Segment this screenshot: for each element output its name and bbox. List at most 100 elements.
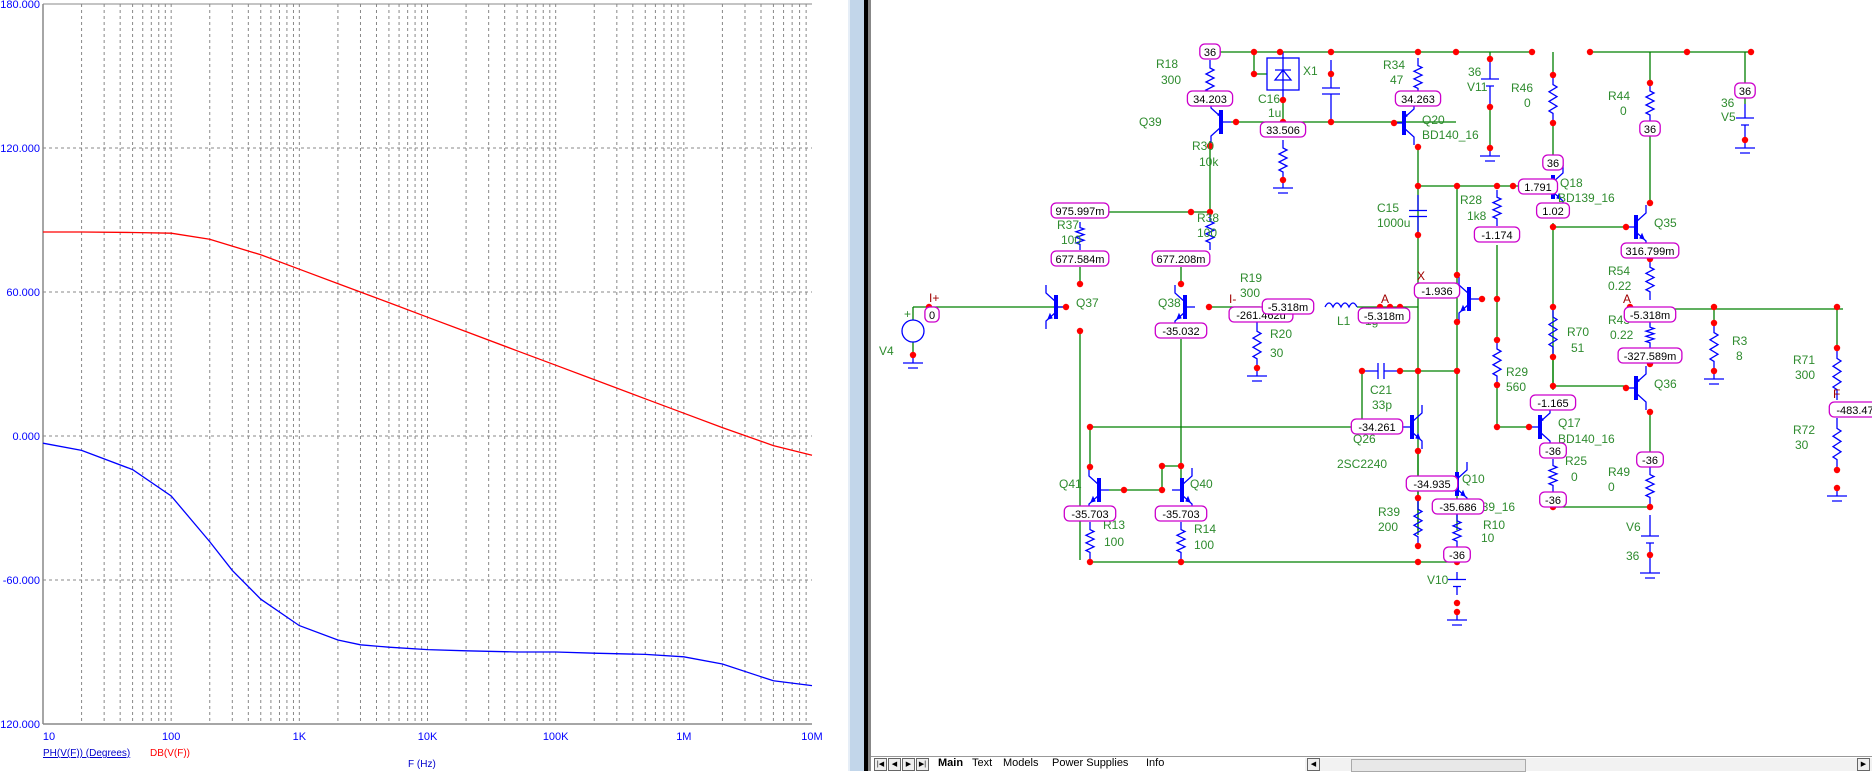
junction-dot (1453, 367, 1461, 375)
junction-dot (1232, 118, 1240, 126)
node-voltage-a1: -5.318m (1364, 311, 1404, 323)
node-voltage-r37: 677.584m (1056, 254, 1105, 266)
component-label: V5 (1721, 110, 1736, 124)
junction-dot (1646, 551, 1654, 559)
resistor-r44 (1644, 83, 1656, 123)
junction-dot (1279, 176, 1287, 184)
node-voltage-r34: 34.263 (1401, 94, 1435, 106)
component-label: L1 (1337, 314, 1351, 328)
transistor-q36-arrow (1634, 376, 1640, 385)
component-label: C16 (1258, 92, 1280, 106)
chart-tick-labels: 180.000120.00060.0000.000-60.000-120.000… (0, 0, 823, 743)
tab-info[interactable]: Info (1146, 757, 1165, 769)
scrollbar-thumb[interactable] (1351, 759, 1526, 772)
pin-label-a1: A (1381, 292, 1389, 306)
node-voltage-feedback-f: -483.47 (1836, 405, 1872, 417)
scroll-right-button[interactable]: ▶ (1857, 758, 1870, 771)
pane-splitter[interactable] (848, 0, 866, 771)
resistor-r37 (1074, 222, 1086, 250)
node-voltage-r28-box (1473, 226, 1521, 243)
junction-dot (1646, 408, 1654, 416)
resistor-r29 (1491, 340, 1503, 385)
x-tick-label: 100K (543, 731, 569, 743)
component-label: 300 (1240, 286, 1260, 300)
pane-splitter-edge (864, 0, 871, 771)
component-label: 2SC2240 (1337, 457, 1387, 471)
component-label: Q37 (1076, 296, 1099, 310)
node-voltage-r49-box (1636, 451, 1664, 468)
junction-dot (1833, 344, 1841, 352)
junction-dot (1158, 486, 1166, 494)
tab-power-supplies[interactable]: Power Supplies (1052, 757, 1129, 769)
x-tick-label: 10M (801, 731, 822, 743)
junction-dot (1086, 423, 1094, 431)
junction-dot (1493, 182, 1501, 190)
zener-diode-icon (1273, 52, 1293, 100)
tab-nav-first[interactable]: |◀ (874, 758, 887, 771)
horizontal-scrollbar[interactable]: ◀ ▶ (1305, 758, 1872, 772)
node-voltage-q10-base: -34.935 (1413, 479, 1450, 491)
junction-dot (1177, 558, 1185, 566)
tab-nav-next[interactable]: ▶ (902, 758, 915, 771)
resistor-r3 (1708, 323, 1720, 371)
tab-nav-last[interactable]: ▶| (916, 758, 929, 771)
node-voltage-r37-top-box (1050, 202, 1110, 219)
node-voltage-q38-emitter-box (1154, 322, 1208, 339)
transistor-vas-arrow (1460, 304, 1466, 312)
component-label: 0 (1620, 104, 1627, 118)
legend-db[interactable]: DB(V(F)) (150, 748, 190, 759)
node-voltage-q40-emitter-box (1154, 505, 1208, 522)
x-tick-label: 100 (162, 731, 180, 743)
legend-phase[interactable]: PH(V(F)) (Degrees) (43, 748, 131, 759)
component-label: Q10 (1462, 472, 1485, 486)
resistor-r49 (1644, 467, 1656, 505)
junction-dot (1414, 542, 1422, 550)
chart-series (42, 231, 813, 687)
junction-dot (1414, 558, 1422, 566)
resistor-r13 (1084, 522, 1096, 560)
node-voltage-q17-collector-box (1539, 442, 1567, 459)
junction-dot (1710, 367, 1718, 375)
tab-models[interactable]: Models (1003, 757, 1039, 769)
scroll-left-button[interactable]: ◀ (1307, 758, 1320, 771)
junction-dot (1549, 303, 1557, 311)
junction-dot (1414, 182, 1422, 190)
junction-dot (1622, 384, 1630, 392)
junction-dot (1158, 462, 1166, 470)
junction-dot (1086, 558, 1094, 566)
junction-dot (1086, 463, 1094, 471)
component-label: R28 (1460, 193, 1482, 207)
component-label: R54 (1608, 264, 1630, 278)
component-label: Q35 (1654, 216, 1677, 230)
junction-dot (1250, 70, 1258, 78)
node-voltage-q36-emitter-box (1617, 347, 1683, 364)
junction-dot (1549, 119, 1557, 127)
component-label: R10 (1483, 518, 1505, 532)
transistor-q38-arrow (1176, 312, 1182, 320)
node-voltage-q18-base: 1.791 (1524, 182, 1552, 194)
chart-grid (43, 4, 812, 724)
junction-dot (1390, 119, 1398, 127)
tab-main[interactable]: Main (938, 757, 964, 769)
x-tick-label: 10 (43, 731, 55, 743)
component-label: 0 (1571, 470, 1578, 484)
junction-dot (1646, 503, 1654, 511)
tab-text[interactable]: Text (972, 757, 993, 769)
component-label: 300 (1795, 368, 1815, 382)
resistor-r20 (1251, 322, 1263, 368)
junction-dot (1493, 381, 1501, 389)
node-voltage-q36-emitter: -327.589m (1624, 351, 1677, 363)
tab-nav-prev[interactable]: ◀ (888, 758, 901, 771)
resistor-r46 (1547, 75, 1559, 123)
junction-dot (1486, 144, 1494, 152)
component-label: 300 (1161, 73, 1181, 87)
node-voltage-q18-base-box (1517, 178, 1559, 195)
node-voltage-output-a-box (1623, 306, 1677, 323)
schematic-canvas[interactable]: R18300Q39X1C161uR3010kR3447Q20BD140_1636… (871, 0, 1872, 756)
component-label: V4 (879, 344, 894, 358)
junction-dot (1549, 353, 1557, 361)
component-label: 51 (1571, 341, 1585, 355)
component-label: Q38 (1158, 296, 1181, 310)
